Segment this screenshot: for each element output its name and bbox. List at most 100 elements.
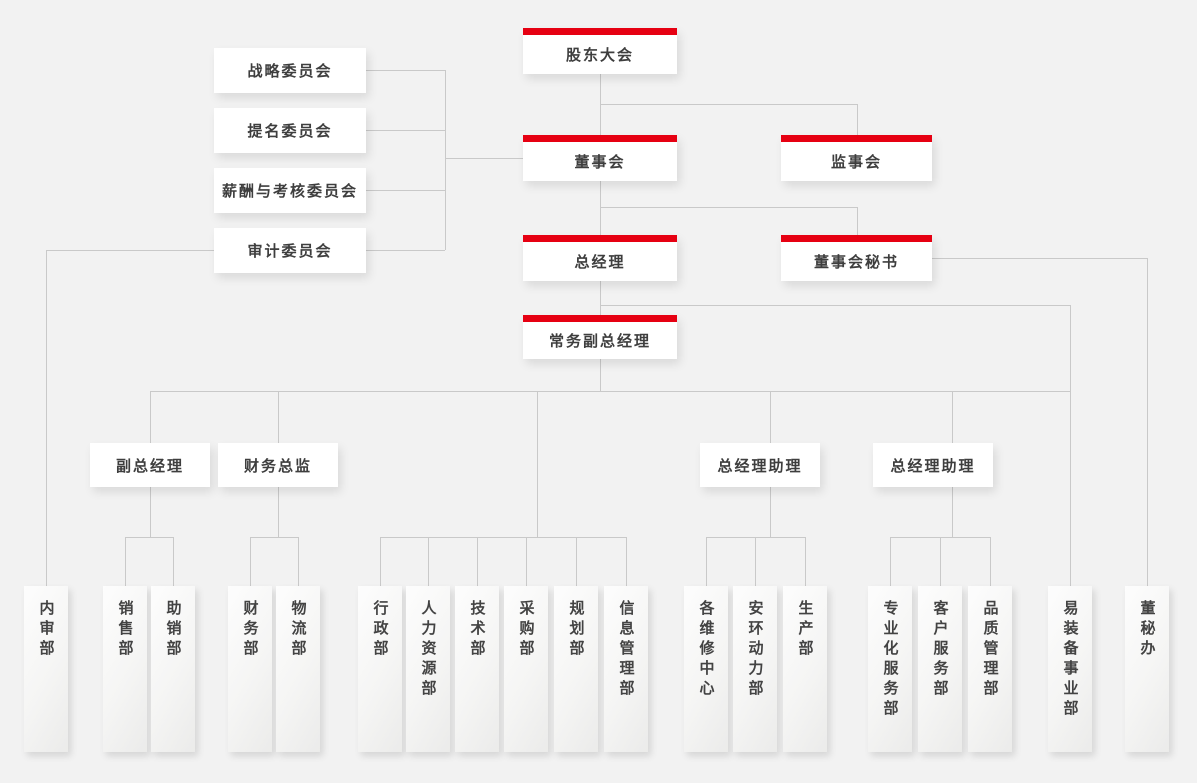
dept-planning: 规划部 — [554, 586, 598, 752]
connector-line — [125, 537, 126, 586]
connector-line — [366, 250, 445, 251]
connector-line — [250, 537, 298, 538]
board-of-directors-label: 董事会 — [574, 154, 626, 171]
connector-line — [537, 391, 538, 537]
dept-customer-service-label: 客户服务部 — [931, 600, 949, 700]
dept-internal-audit: 内审部 — [24, 586, 68, 752]
connector-line — [366, 70, 445, 71]
dept-procurement-label: 采购部 — [517, 600, 535, 660]
dept-finance-label: 财务部 — [241, 600, 259, 660]
dept-yi-equipment-business-label: 易装备事业部 — [1061, 600, 1079, 720]
audit-committee-label: 审计委员会 — [247, 243, 333, 260]
dept-technology-label: 技术部 — [468, 600, 486, 660]
connector-line — [380, 537, 626, 538]
connector-line — [1070, 305, 1071, 586]
connector-line — [932, 258, 1147, 259]
connector-line — [600, 281, 601, 315]
dept-maintenance-centers-label: 各维修中心 — [697, 600, 715, 700]
dept-administration-label: 行政部 — [371, 600, 389, 660]
connector-line — [600, 181, 601, 235]
remuneration-assessment-committee-label: 薪酬与考核委员会 — [221, 183, 358, 200]
dept-board-secretary-office: 董秘办 — [1125, 586, 1169, 752]
connector-line — [250, 537, 251, 586]
dept-information-management: 信息管理部 — [604, 586, 648, 752]
deputy-general-manager-label: 副总经理 — [115, 457, 184, 475]
audit-committee: 审计委员会 — [214, 228, 366, 273]
supervisory-board: 监事会 — [781, 135, 932, 181]
dept-sales-support-label: 助销部 — [164, 600, 182, 660]
dept-yi-equipment-business: 易装备事业部 — [1048, 586, 1092, 752]
dept-human-resources-label: 人力资源部 — [419, 600, 437, 700]
shareholders-meeting-label: 股东大会 — [565, 47, 634, 64]
dept-production-label: 生产部 — [796, 600, 814, 660]
remuneration-assessment-committee: 薪酬与考核委员会 — [214, 168, 366, 213]
connector-line — [46, 250, 214, 251]
supervisory-board-label: 监事会 — [830, 154, 882, 171]
dept-safety-environment-power: 安环动力部 — [733, 586, 777, 752]
dept-logistics-label: 物流部 — [289, 600, 307, 660]
gm-assistant-1: 总经理助理 — [700, 443, 820, 487]
dept-sales-support: 助销部 — [151, 586, 195, 752]
connector-line — [445, 158, 523, 159]
dept-maintenance-centers: 各维修中心 — [684, 586, 728, 752]
gm-assistant-2-label: 总经理助理 — [890, 457, 976, 475]
connector-line — [477, 537, 478, 586]
connector-line — [626, 537, 627, 586]
connector-line — [857, 207, 858, 235]
connector-line — [1147, 258, 1148, 586]
connector-line — [600, 104, 857, 105]
board-secretary-label: 董事会秘书 — [813, 254, 899, 271]
connector-line — [125, 537, 173, 538]
dept-production: 生产部 — [783, 586, 827, 752]
connector-line — [150, 391, 1070, 392]
general-manager: 总经理 — [523, 235, 677, 281]
connector-line — [366, 130, 445, 131]
dept-logistics: 物流部 — [276, 586, 320, 752]
dept-internal-audit-label: 内审部 — [37, 600, 55, 660]
connector-line — [600, 305, 1070, 306]
dept-sales-label: 销售部 — [116, 600, 134, 660]
general-manager-label: 总经理 — [574, 254, 626, 271]
dept-quality-management: 品质管理部 — [968, 586, 1012, 752]
connector-line — [990, 537, 991, 586]
connector-line — [428, 537, 429, 586]
connector-line — [366, 190, 445, 191]
executive-deputy-general-manager: 常务副总经理 — [523, 315, 677, 359]
connector-line — [46, 250, 47, 586]
nomination-committee: 提名委员会 — [214, 108, 366, 153]
dept-technology: 技术部 — [455, 586, 499, 752]
connector-line — [805, 537, 806, 586]
connector-line — [706, 537, 707, 586]
executive-deputy-general-manager-label: 常务副总经理 — [548, 333, 651, 350]
dept-planning-label: 规划部 — [567, 600, 585, 660]
dept-administration: 行政部 — [358, 586, 402, 752]
dept-procurement: 采购部 — [504, 586, 548, 752]
dept-professional-services: 专业化服务部 — [868, 586, 912, 752]
connector-line — [445, 70, 446, 250]
connector-line — [755, 537, 756, 586]
connector-line — [857, 104, 858, 135]
connector-line — [600, 207, 857, 208]
finance-director: 财务总监 — [218, 443, 338, 487]
dept-professional-services-label: 专业化服务部 — [881, 600, 899, 720]
dept-board-secretary-office-label: 董秘办 — [1138, 600, 1156, 660]
board-secretary: 董事会秘书 — [781, 235, 932, 281]
dept-sales: 销售部 — [103, 586, 147, 752]
deputy-general-manager: 副总经理 — [90, 443, 210, 487]
dept-human-resources: 人力资源部 — [406, 586, 450, 752]
board-of-directors: 董事会 — [523, 135, 677, 181]
connector-line — [526, 537, 527, 586]
connector-line — [890, 537, 891, 586]
connector-line — [576, 537, 577, 586]
gm-assistant-1-label: 总经理助理 — [717, 457, 803, 475]
gm-assistant-2: 总经理助理 — [873, 443, 993, 487]
connector-line — [173, 537, 174, 586]
dept-customer-service: 客户服务部 — [918, 586, 962, 752]
dept-safety-environment-power-label: 安环动力部 — [746, 600, 764, 700]
connector-line — [298, 537, 299, 586]
connector-line — [940, 537, 941, 586]
dept-information-management-label: 信息管理部 — [617, 600, 635, 700]
finance-director-label: 财务总监 — [243, 457, 312, 475]
shareholders-meeting: 股东大会 — [523, 28, 677, 74]
